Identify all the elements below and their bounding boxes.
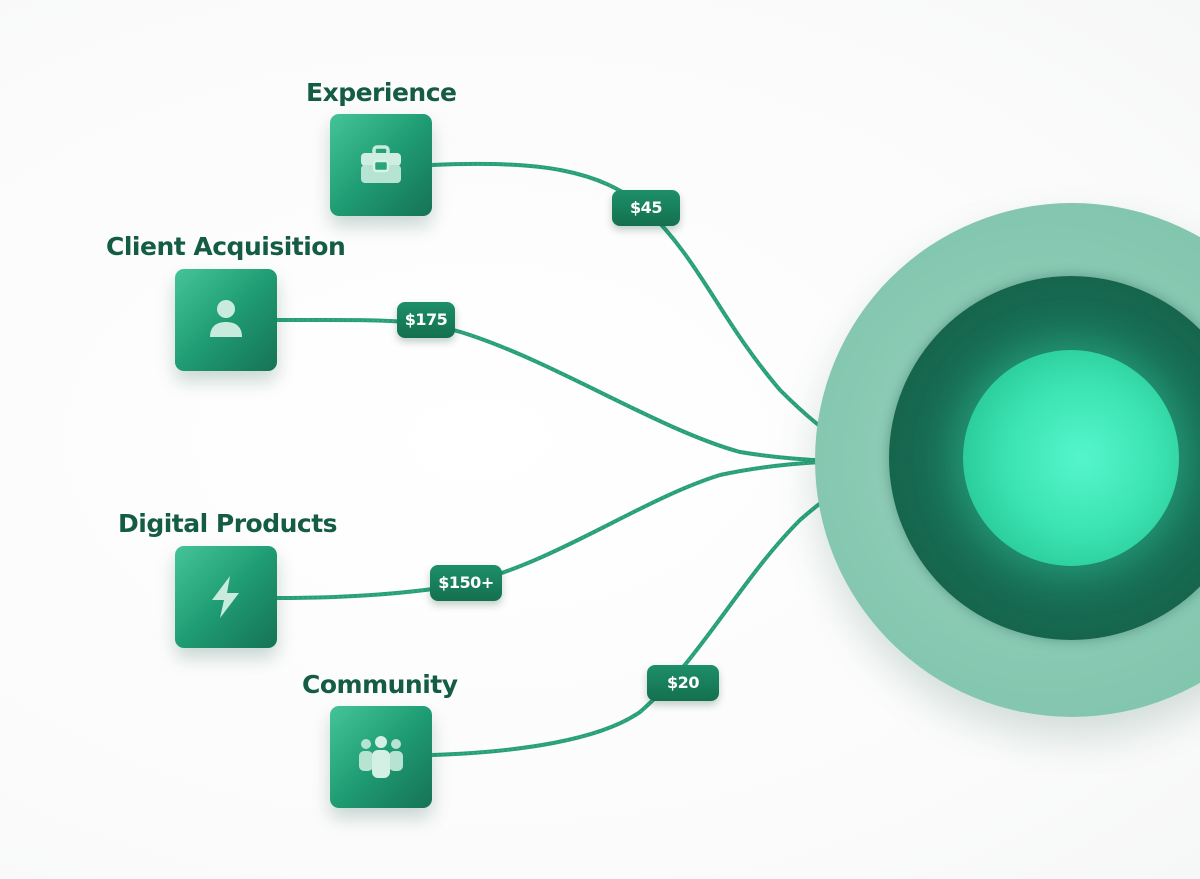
briefcase-icon bbox=[361, 145, 401, 183]
node-digital-products[interactable] bbox=[175, 546, 277, 648]
node-label-experience: Experience bbox=[306, 78, 457, 107]
person-icon bbox=[210, 300, 242, 337]
node-label-digital-products: Digital Products bbox=[118, 509, 338, 538]
price-tag-experience: $45 bbox=[612, 190, 680, 226]
node-client-acquisition[interactable] bbox=[175, 269, 277, 371]
node-community[interactable] bbox=[330, 706, 432, 808]
price-tag-digital-products: $150+ bbox=[430, 565, 502, 601]
connector-client-acquisition bbox=[275, 317, 907, 464]
node-experience[interactable] bbox=[330, 114, 432, 216]
node-label-community: Community bbox=[302, 670, 458, 699]
lightning-bolt-icon bbox=[212, 576, 239, 618]
hub-core bbox=[963, 350, 1179, 566]
connector-digital-products bbox=[275, 459, 907, 600]
group-icon bbox=[359, 736, 403, 778]
price-tag-client-acquisition: $175 bbox=[397, 302, 455, 338]
price-tag-community: $20 bbox=[647, 665, 719, 701]
node-label-client-acquisition: Client Acquisition bbox=[106, 232, 346, 261]
